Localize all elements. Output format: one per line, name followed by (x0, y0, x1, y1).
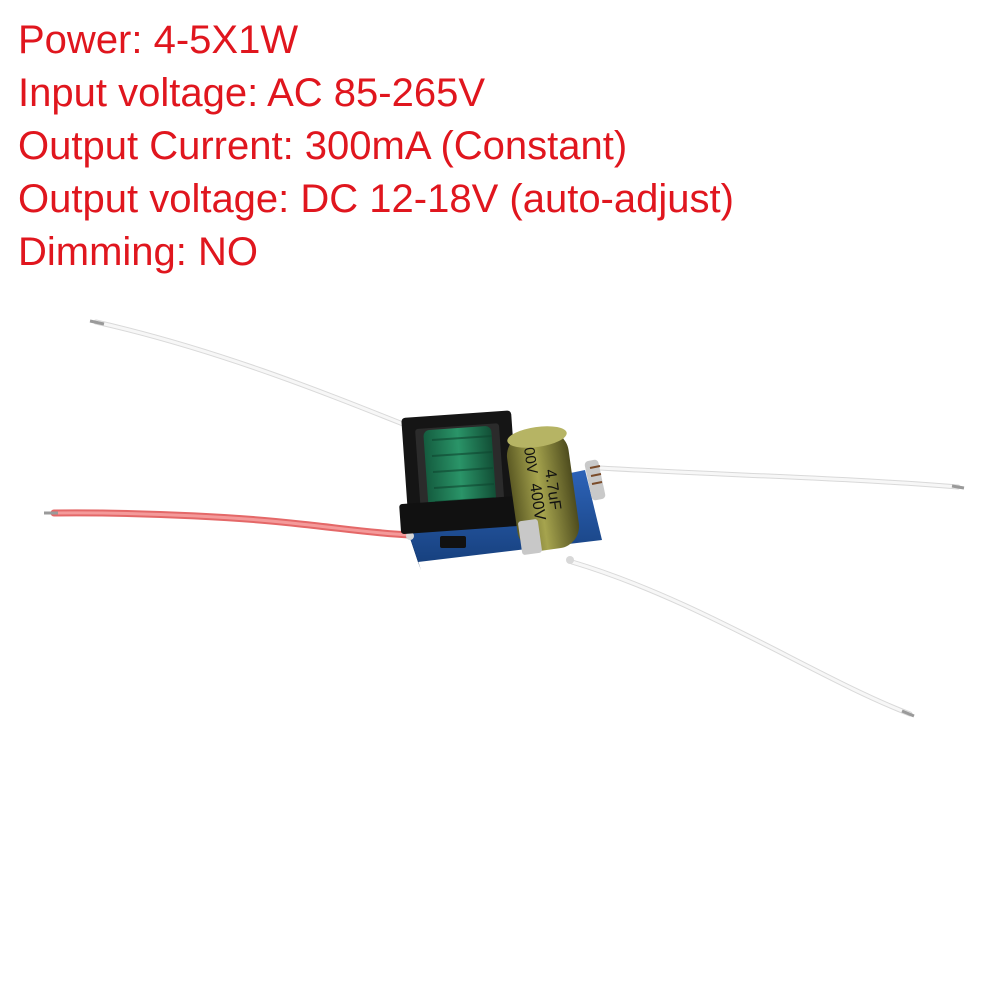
electrolytic-capacitor: 4.7uF 400V 00V (506, 426, 580, 555)
spec-power: Power: 4-5X1W (18, 18, 299, 62)
spec-input-voltage: Input voltage: AC 85-265V (18, 71, 485, 115)
capacitor-label-side: 00V (520, 446, 541, 475)
transformer (399, 410, 521, 534)
spec-list: Power: 4-5X1W Input voltage: AC 85-265V … (18, 14, 734, 279)
wire-tip-right (951, 484, 965, 490)
wire-tip-bottom-right (901, 709, 915, 718)
white-wire-top-left (93, 319, 421, 433)
capacitor-label-bottom: 400V (526, 482, 548, 522)
wire-tip-top-left (89, 319, 105, 326)
spec-dimming: Dimming: NO (18, 230, 259, 274)
spec-output-current: Output Current: 300mA (Constant) (18, 124, 628, 168)
capacitor-label-top: 4.7uF (541, 468, 564, 511)
spec-output-voltage: Output voltage: DC 12-18V (auto-adjust) (18, 177, 734, 221)
